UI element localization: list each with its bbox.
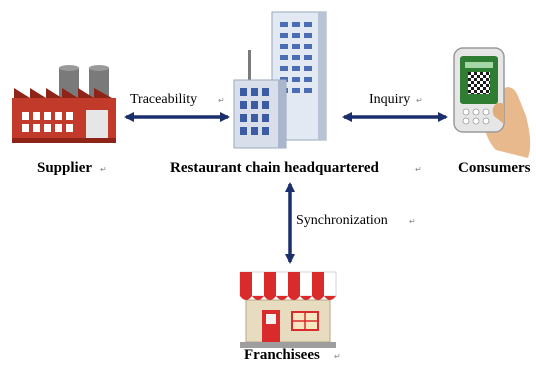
paragraph-mark: ↵ xyxy=(409,217,416,226)
office-building-icon xyxy=(233,11,327,149)
paragraph-mark: ↵ xyxy=(415,165,422,174)
headquarters-label: Restaurant chain headquartered xyxy=(170,160,380,176)
synchronization-label: Synchronization xyxy=(296,213,388,228)
franchisees-label: Franchisees xyxy=(244,347,320,363)
supplier-label: Supplier xyxy=(37,160,92,176)
consumers-label: Consumers xyxy=(458,160,531,176)
paragraph-mark: ↵ xyxy=(416,96,423,105)
paragraph-mark: ↵ xyxy=(334,352,341,361)
paragraph-mark: ↵ xyxy=(218,96,225,105)
smartphone-qr-icon xyxy=(453,47,531,158)
paragraph-mark: ↵ xyxy=(100,165,107,174)
inquiry-label: Inquiry xyxy=(369,92,410,107)
traceability-label: Traceability xyxy=(130,92,197,107)
factory-icon xyxy=(12,65,116,143)
storefront-icon xyxy=(239,271,337,348)
